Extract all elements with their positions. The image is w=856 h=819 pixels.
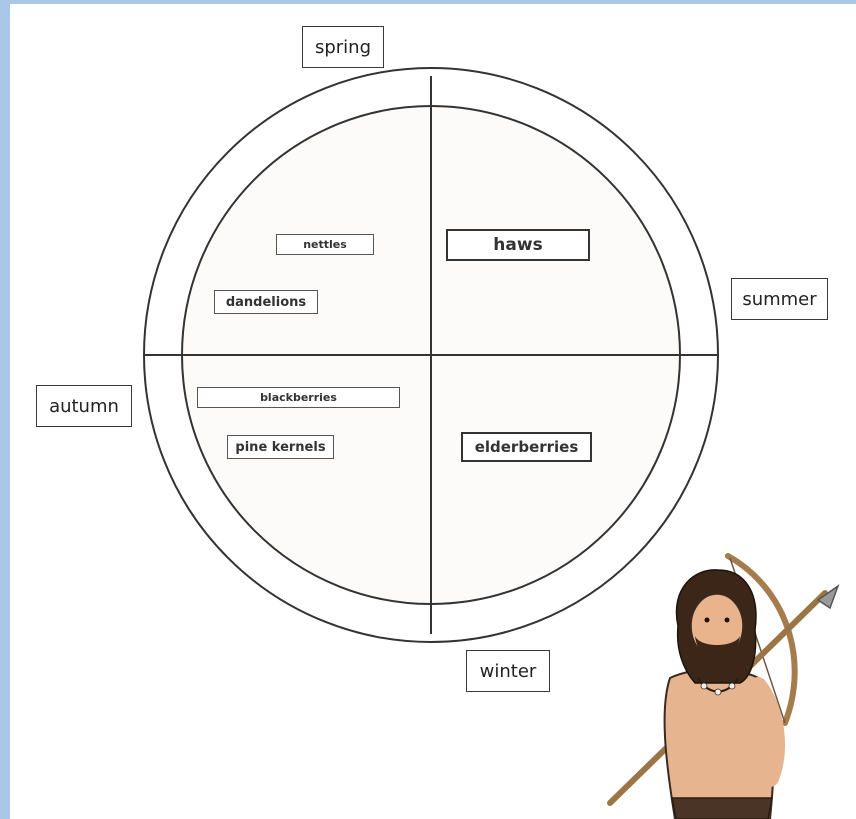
arm	[749, 677, 785, 787]
food-card-dandelions[interactable]: dandelions	[214, 290, 318, 314]
food-card-elderberries[interactable]: elderberries	[461, 432, 592, 462]
loincloth	[671, 797, 773, 819]
beard	[695, 636, 740, 659]
spear-tip-icon	[816, 584, 840, 610]
eye-left	[704, 617, 710, 623]
season-label-winter: winter	[466, 650, 550, 692]
season-label-summer: summer	[731, 278, 828, 320]
page-border-left	[0, 0, 10, 819]
caveman-hunter-illustration	[607, 553, 840, 819]
food-card-blackberries[interactable]: blackberries	[197, 387, 400, 408]
food-card-pine-kernels[interactable]: pine kernels	[227, 435, 334, 459]
season-label-autumn: autumn	[36, 385, 132, 427]
season-label-spring: spring	[302, 26, 384, 68]
eye-right	[724, 617, 730, 623]
food-card-haws[interactable]: haws	[446, 229, 590, 261]
food-card-nettles[interactable]: nettles	[276, 234, 374, 255]
page-border-top	[0, 0, 856, 4]
